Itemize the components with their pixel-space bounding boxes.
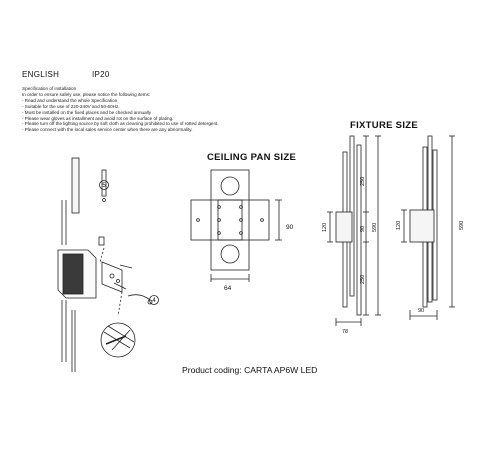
language-label: ENGLISH [22,70,60,79]
front-top-dim: 250 [360,177,366,186]
ip-rating-label: IP20 [92,70,110,79]
front-total-dim: 590 [372,223,378,232]
front-bottom-dim: 250 [360,275,366,284]
side-total-dim: 590 [459,221,465,230]
spec-line: - Please turn off the lighting source by… [22,121,219,127]
ceiling-pan-title: CEILING PAN SIZE [207,152,297,163]
front-body-dim: 120 [322,223,328,232]
callout-5: 5 [102,183,106,189]
product-coding: Product coding: CARTA AP6W LED [182,365,318,375]
spec-line: In order to ensure safely use, please no… [22,91,151,97]
spec-title: Specification of installation [22,86,77,91]
fixture-size-title: FIXTURE SIZE [350,120,418,131]
spec-line: - Read and understand the whole Specific… [22,97,119,103]
side-body-dim: 120 [396,221,402,230]
front-mid-dim: 90 [360,226,366,232]
spec-line: - Must be installed on the fixed places … [22,109,151,115]
front-width-dim: 78 [342,329,348,335]
specification-block: Specification of installation In order t… [22,86,272,133]
side-width-dim: 90 [418,308,424,314]
ceiling-pan-height-dim: 90 [286,224,294,231]
spec-line: - Please wear gloves as installment and … [22,115,174,121]
spec-line: - Suitable for the use of 220-240V and 5… [22,103,120,109]
spec-line: - Please connect with the local sales se… [22,127,193,133]
callout-4: 4 [152,298,156,304]
ceiling-pan-width-dim: 64 [224,285,232,292]
